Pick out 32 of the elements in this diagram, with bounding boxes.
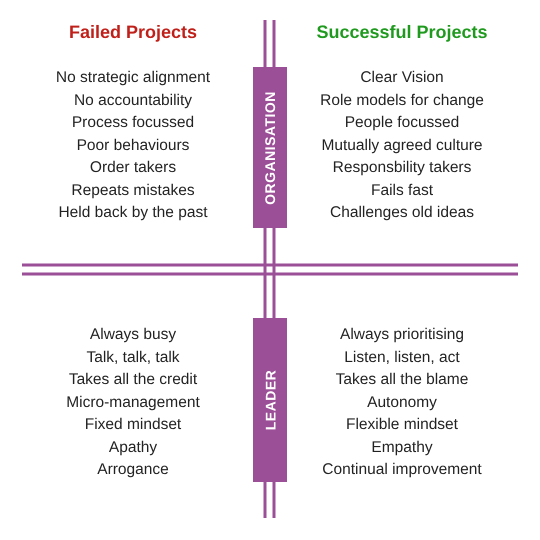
list-item: Autonomy (367, 392, 437, 412)
list-item: Listen, listen, act (344, 348, 460, 368)
list-item: Empathy (371, 438, 433, 458)
list-item: Arrogance (97, 460, 169, 480)
list-item: Responsbility takers (332, 158, 472, 178)
list-item: Role models for change (320, 90, 484, 110)
list-item: Always busy (90, 325, 176, 345)
list-item: No accountability (74, 90, 192, 110)
list-item: Takes all the blame (336, 370, 468, 390)
list-item: Flexible mindset (346, 415, 458, 435)
list-item: No strategic alignment (56, 68, 210, 88)
list-item: Takes all the credit (68, 370, 198, 390)
list-item: Continual improvement (322, 460, 482, 480)
list-item: Apathy (108, 438, 158, 458)
list-item: Fails fast (371, 180, 433, 200)
list-item: Always prioritising (340, 325, 464, 345)
list-item: Order takers (90, 158, 176, 178)
list-item: Repeats mistakes (71, 180, 195, 200)
list-item: Fixed mindset (84, 415, 182, 435)
column-heading: Successful Projects (316, 22, 488, 42)
list-item: Talk, talk, talk (86, 348, 180, 368)
list-item: Process focussed (72, 113, 194, 133)
list-item: People focussed (344, 113, 460, 133)
list-item: Poor behaviours (76, 136, 190, 156)
list-item: Held back by the past (58, 203, 208, 223)
label-bar: LEADER (253, 318, 287, 482)
list-item: Mutually agreed culture (321, 136, 483, 156)
list-item: Clear Vision (360, 68, 444, 88)
list-item: Challenges old ideas (330, 203, 474, 223)
label-bar: ORGANISATION (253, 67, 287, 228)
list-item: Micro-management (66, 392, 200, 412)
column-heading: Failed Projects (68, 22, 198, 42)
